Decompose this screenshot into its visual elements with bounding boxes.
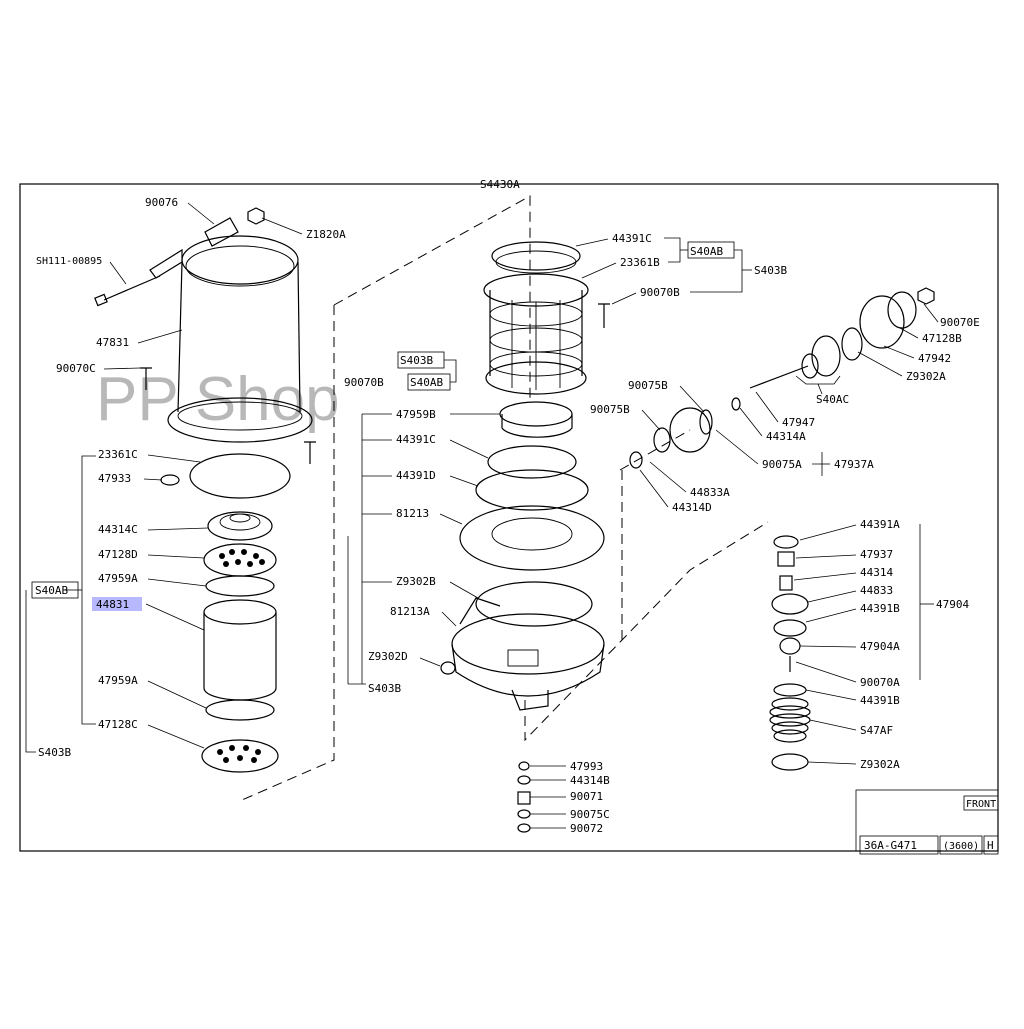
label-44391c-top: 44391C (612, 232, 652, 245)
label-44833a: 44833A (690, 486, 730, 499)
bellows-s47af (769, 697, 811, 743)
label-47937a: 47937A (834, 458, 874, 471)
label-44314d: 44314D (672, 501, 712, 514)
label-s40ac: S40AC (816, 393, 849, 406)
model-number: (3600) (943, 841, 979, 852)
label-47942: 47942 (918, 352, 951, 365)
label-47937: 47937 (860, 548, 893, 561)
housing-81213a (451, 597, 605, 711)
label-z9302d: Z9302D (368, 650, 408, 663)
label-47959b: 47959B (396, 408, 436, 421)
label-s40ab-left: S40AB (35, 584, 68, 597)
label-90070b-mid: 90070B (344, 376, 384, 389)
label-47904: 47904 (936, 598, 969, 611)
label-s40ab-top: S40AB (690, 245, 723, 258)
label-z9302a-lower: Z9302A (860, 758, 900, 771)
label-z9302a-upper: Z9302A (906, 370, 946, 383)
label-81213a: 81213A (390, 605, 430, 618)
label-z1820a: Z1820A (306, 228, 346, 241)
label-90072: 90072 (570, 822, 603, 835)
title-block: FRONT 36A-G471 (3600) H (855, 789, 999, 855)
label-90075b-2: 90075B (590, 403, 630, 416)
label-47904a: 47904A (860, 640, 900, 653)
label-90071: 90071 (570, 790, 603, 803)
label-44314: 44314 (860, 566, 893, 579)
label-s403b-left: S403B (38, 746, 71, 759)
highlight-44831 (92, 597, 142, 611)
label-47959a-lower: 47959A (98, 674, 138, 687)
label-90076: 90076 (145, 196, 178, 209)
label-44314c: 44314C (98, 523, 138, 536)
label-90070e: 90070E (940, 316, 980, 329)
watermark: PP Shop (96, 365, 340, 434)
revision: H (987, 839, 994, 852)
label-s40ab-mid: S40AB (410, 376, 443, 389)
label-44391b-upper: 44391B (860, 602, 900, 615)
label-47993: 47993 (570, 760, 603, 773)
label-47947: 47947 (782, 416, 815, 429)
label-23361c: 23361C (98, 448, 138, 461)
gasket-23361c (189, 453, 291, 499)
label-s403b-center: S403B (368, 682, 401, 695)
label-23361b: 23361B (620, 256, 660, 269)
label-90070b-top: 90070B (640, 286, 680, 299)
label-44314b: 44314B (570, 774, 610, 787)
filter-element-44831 (203, 599, 277, 701)
label-47128b: 47128B (922, 332, 962, 345)
title-code: S4430A (480, 178, 520, 191)
label-90075c: 90075C (570, 808, 610, 821)
front-label: FRONT (966, 799, 996, 810)
label-47831: 47831 (96, 336, 129, 349)
label-s47af: S47AF (860, 724, 893, 737)
label-44391d: 44391D (396, 469, 436, 482)
label-44391a: 44391A (860, 518, 900, 531)
label-sh111-00895: SH111-00895 (36, 256, 102, 267)
valve-assembly (629, 291, 917, 469)
diagram-frame (19, 183, 999, 852)
filter-cage (483, 241, 589, 395)
label-44391b-lower: 44391B (860, 694, 900, 707)
label-47128c: 47128C (98, 718, 138, 731)
label-44391c-mid: 44391C (396, 433, 436, 446)
label-90070c: 90070C (56, 362, 96, 375)
label-s403b-top: S403B (754, 264, 787, 277)
label-z9302b: Z9302B (396, 575, 436, 588)
shroud-cylinder-47831 (149, 217, 313, 443)
label-44831[interactable]: 44831 (96, 598, 129, 611)
label-47933: 47933 (98, 472, 131, 485)
label-44833: 44833 (860, 584, 893, 597)
label-44314a: 44314A (766, 430, 806, 443)
label-90070a: 90070A (860, 676, 900, 689)
label-81213: 81213 (396, 507, 429, 520)
label-47959a-upper: 47959A (98, 572, 138, 585)
label-90075a: 90075A (762, 458, 802, 471)
drawing-number: 36A-G471 (864, 839, 917, 852)
label-90075b-1: 90075B (628, 379, 668, 392)
label-s403b-mid: S403B (400, 354, 433, 367)
label-47128d: 47128D (98, 548, 138, 561)
